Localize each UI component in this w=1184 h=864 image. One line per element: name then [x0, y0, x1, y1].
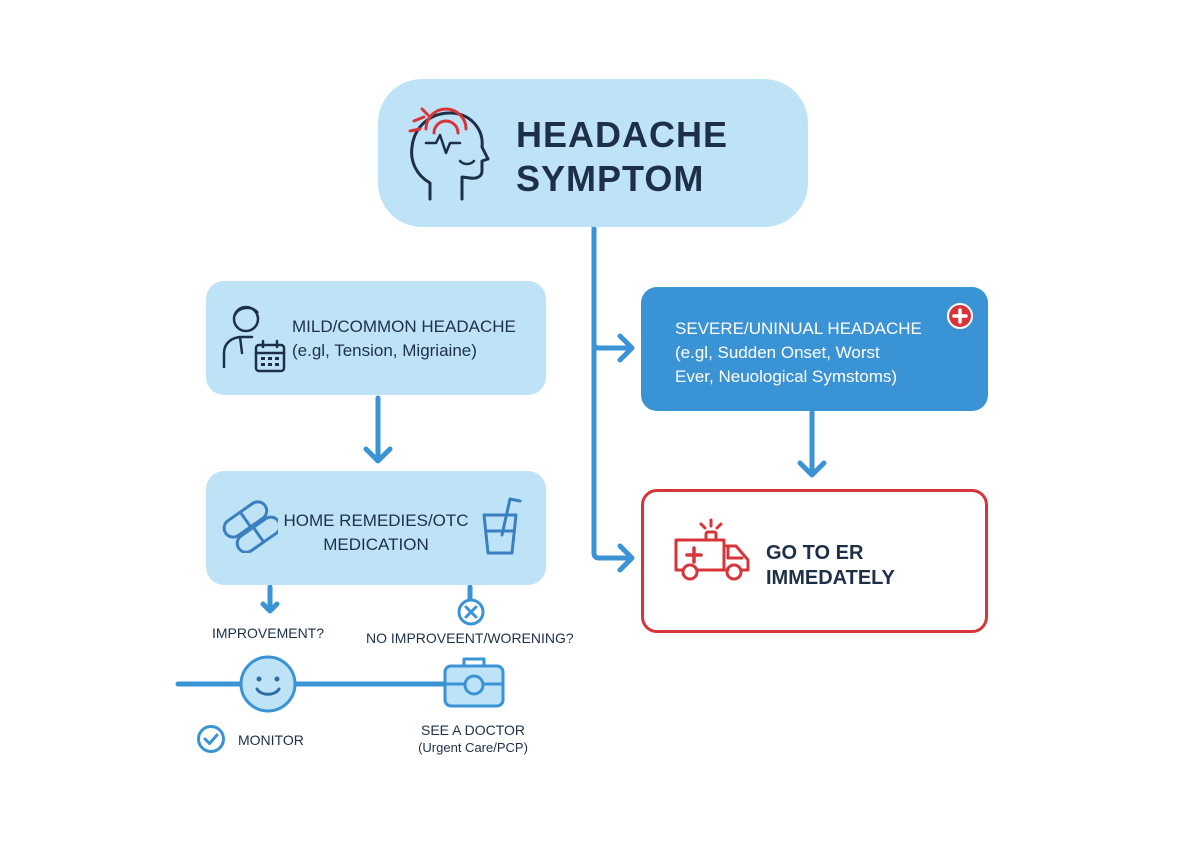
arrowhead-er-top	[797, 460, 827, 478]
medical-bag-icon	[443, 657, 505, 708]
severe-line3: Ever, Neuological Symstoms)	[675, 367, 898, 386]
er-line2: IMMEDATELY	[766, 567, 895, 589]
smiley-icon	[239, 655, 297, 713]
medical-cross-icon	[947, 303, 973, 329]
glass-icon	[482, 497, 522, 555]
severe-line2: (e.gl, Sudden Onset, Worst	[675, 343, 880, 362]
see-doctor-line1: SEE A DOCTOR	[421, 722, 525, 738]
node-headache-symptom: HEADACHE SYMPTOM	[378, 79, 808, 227]
connector-top-trunk	[591, 225, 631, 561]
arrowhead-severe	[617, 333, 635, 363]
arrowhead-er	[617, 543, 635, 573]
check-circle-icon	[197, 725, 225, 753]
connector-to-severe	[591, 341, 631, 351]
head-pain-icon	[408, 107, 490, 201]
home-line2: MEDICATION	[323, 535, 429, 554]
ambulance-icon	[674, 518, 750, 581]
x-circle-icon	[457, 598, 485, 626]
node-mild-headache: MILD/COMMON HEADACHE (e.gl, Tension, Mig…	[206, 281, 546, 395]
node-severe-headache: SEVERE/UNINUAL HEADACHE (e.gl, Sudden On…	[641, 287, 988, 411]
no-improvement-label: NO IMPROVEENT/WORENING?	[366, 630, 574, 646]
see-doctor-label: SEE A DOCTOR (Urgent Care/PCP)	[402, 721, 544, 757]
mild-line1: MILD/COMMON HEADACHE	[292, 317, 516, 336]
pill-icon	[222, 500, 278, 553]
monitor-label: MONITOR	[238, 732, 304, 748]
er-line1: GO TO ER	[766, 542, 864, 564]
arrowhead-improve	[260, 601, 280, 614]
person-calendar-icon	[222, 305, 286, 373]
arrowhead-home	[363, 446, 393, 464]
home-line1: HOME REMEDIES/OTC	[283, 511, 469, 530]
node-home-remedies: HOME REMEDIES/OTC MEDICATION	[206, 471, 546, 585]
mild-line2: (e.gl, Tension, Migriaine)	[292, 341, 477, 360]
severe-line1: SEVERE/UNINUAL HEADACHE	[675, 319, 922, 338]
see-doctor-line2: (Urgent Care/PCP)	[418, 740, 528, 755]
node-title: HEADACHE SYMPTOM	[516, 114, 729, 199]
node-go-to-er: GO TO ER IMMEDATELY	[641, 489, 988, 633]
improvement-label: IMPROVEMENT?	[212, 625, 325, 641]
